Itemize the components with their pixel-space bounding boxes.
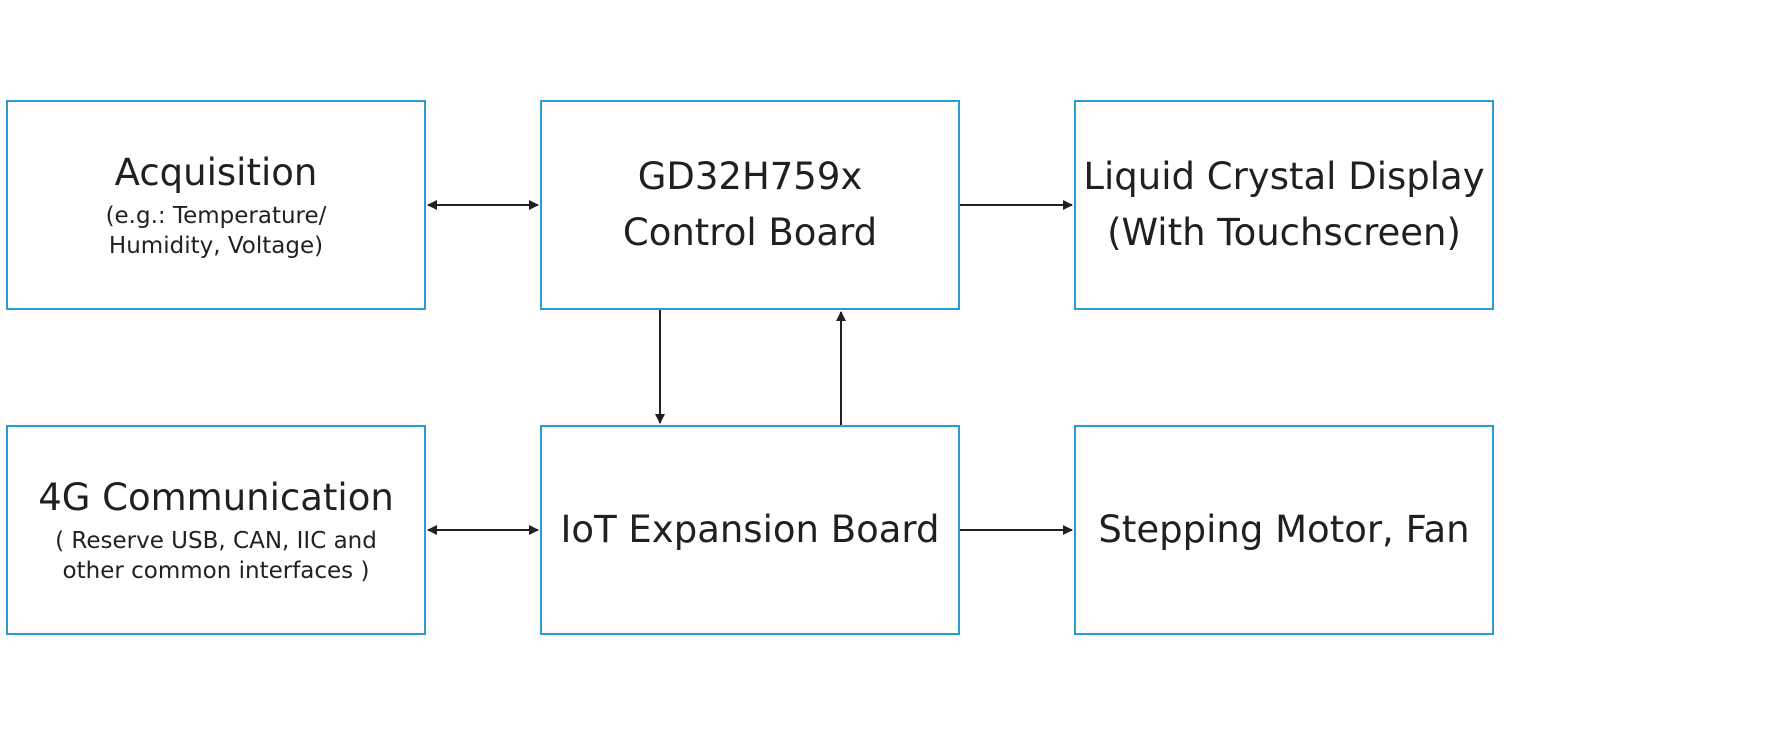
node-comm-title: 4G Communication (38, 476, 394, 519)
node-4g-communication: 4G Communication ( Reserve USB, CAN, IIC… (6, 425, 426, 635)
node-motor-line-1: Stepping Motor, Fan (1098, 508, 1470, 551)
node-control-board: GD32H759x Control Board (540, 100, 960, 310)
node-iot-line-1: IoT Expansion Board (560, 508, 940, 551)
node-comm-sub-2: other common interfaces ) (62, 558, 370, 584)
node-lcd: Liquid Crystal Display (With Touchscreen… (1074, 100, 1494, 310)
node-acquisition-sub-2: Humidity, Voltage) (108, 233, 324, 259)
node-acquisition-sub-1: (e.g.: Temperature/ (105, 203, 327, 229)
node-lcd-line-1: Liquid Crystal Display (1083, 155, 1485, 198)
node-lcd-line-2: (With Touchscreen) (1107, 211, 1461, 254)
node-control-line-2: Control Board (622, 211, 878, 254)
node-comm-sub-1: ( Reserve USB, CAN, IIC and (55, 528, 377, 554)
node-acquisition-title: Acquisition (114, 151, 318, 194)
node-iot-expansion-board: IoT Expansion Board (540, 425, 960, 635)
node-acquisition: Acquisition (e.g.: Temperature/ Humidity… (6, 100, 426, 310)
node-stepping-motor-fan: Stepping Motor, Fan (1074, 425, 1494, 635)
node-control-line-1: GD32H759x (637, 155, 863, 198)
